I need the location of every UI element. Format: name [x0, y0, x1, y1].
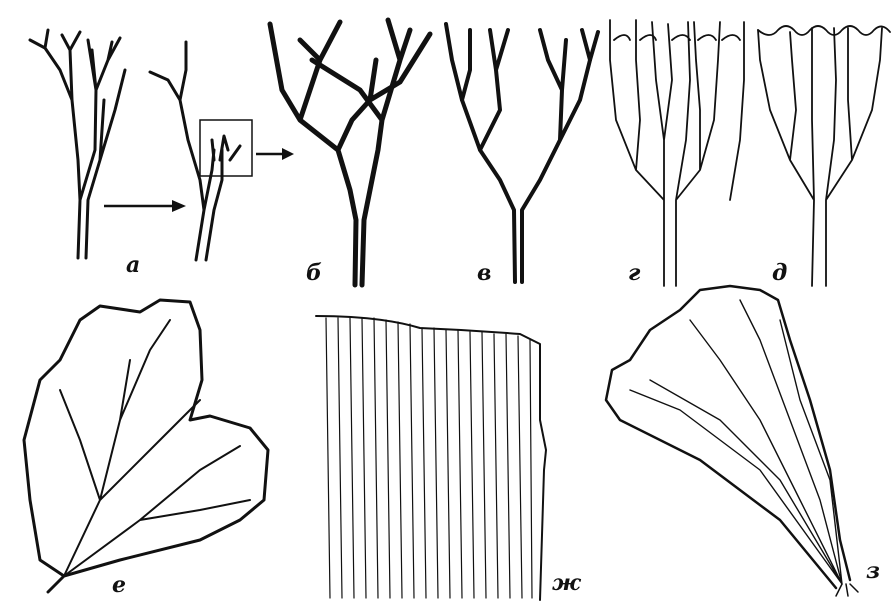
label-z: з	[866, 560, 880, 582]
label-d: д	[772, 262, 787, 284]
arrow-a-2	[256, 148, 294, 160]
panel-b-overtopping	[270, 20, 430, 285]
label-v: в	[477, 262, 491, 284]
panel-g-webbing	[610, 20, 744, 286]
panel-zh-parallel-veins	[316, 316, 546, 600]
panel-a-telome-system-2	[150, 42, 252, 260]
panel-a-telome-system-1	[0, 0, 125, 258]
panel-z-fan-leaf	[606, 286, 858, 596]
label-g: г	[628, 262, 640, 284]
arrow-a-1	[104, 200, 186, 212]
panel-d-leaf-blade	[758, 26, 890, 286]
label-e: е	[112, 574, 126, 596]
label-zh: ж	[552, 572, 581, 594]
label-a: а	[126, 254, 140, 276]
panel-e-lobed-leaf	[24, 300, 268, 592]
panel-v-planation	[446, 24, 598, 282]
label-b: б	[306, 262, 322, 284]
